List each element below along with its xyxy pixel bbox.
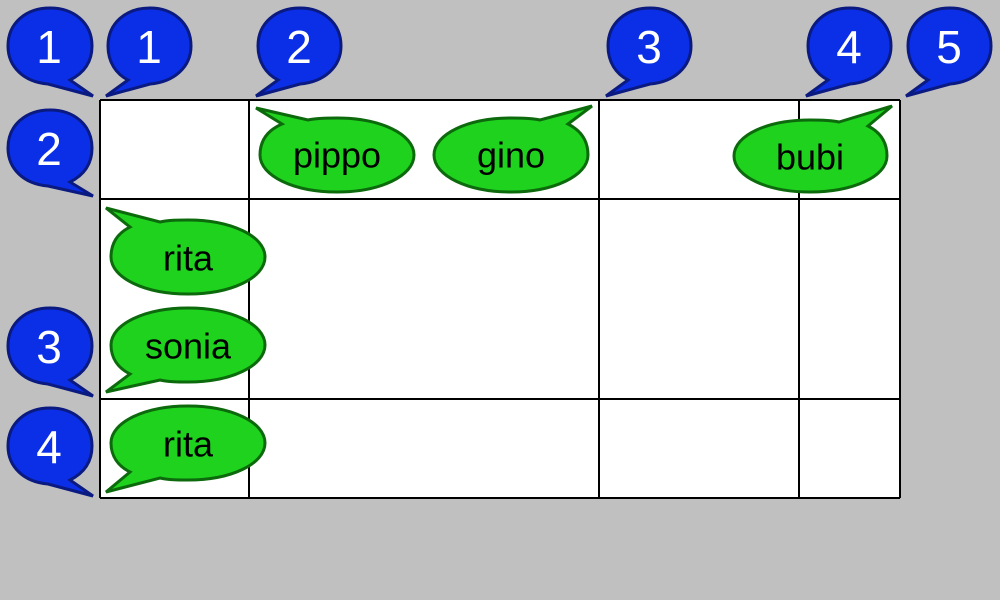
name-label-text: sonia [145,326,232,367]
column-label-bubble: 3 [605,6,693,98]
column-label-text: 4 [836,21,862,73]
column-label-bubble: 5 [905,6,993,98]
row-label-bubble: 2 [6,108,94,198]
row-label-text: 4 [36,421,62,473]
name-label-bubble: gino [432,104,593,194]
row-labels: 2 3 4 [6,108,94,498]
name-label-text: gino [477,135,545,176]
column-label-text: 3 [636,21,662,73]
column-label-text: 1 [136,21,162,73]
column-labels: 1 1 2 3 4 5 [6,6,993,98]
name-label-bubble: sonia [105,306,267,394]
name-label-bubble: pippo [255,106,416,194]
column-label-text: 2 [286,21,312,73]
column-label-bubble: 1 [105,6,193,98]
name-label-text: bubi [776,137,844,178]
name-label-bubble: rita [105,404,267,494]
name-labels: pippo gino bubi rita sonia rita [105,104,893,494]
row-label-bubble: 4 [6,406,94,498]
name-label-bubble: bubi [732,104,893,194]
column-label-bubble: 1 [6,6,94,98]
row-label-text: 2 [36,123,62,175]
row-label-bubble: 3 [6,306,94,398]
name-label-text: pippo [293,135,381,176]
column-label-text: 1 [36,21,62,73]
name-label-text: rita [163,238,214,279]
name-label-bubble: rita [105,206,267,296]
name-label-text: rita [163,424,214,465]
column-label-bubble: 4 [805,6,893,98]
row-label-text: 3 [36,321,62,373]
column-label-text: 5 [936,21,962,73]
column-label-bubble: 2 [255,6,343,98]
